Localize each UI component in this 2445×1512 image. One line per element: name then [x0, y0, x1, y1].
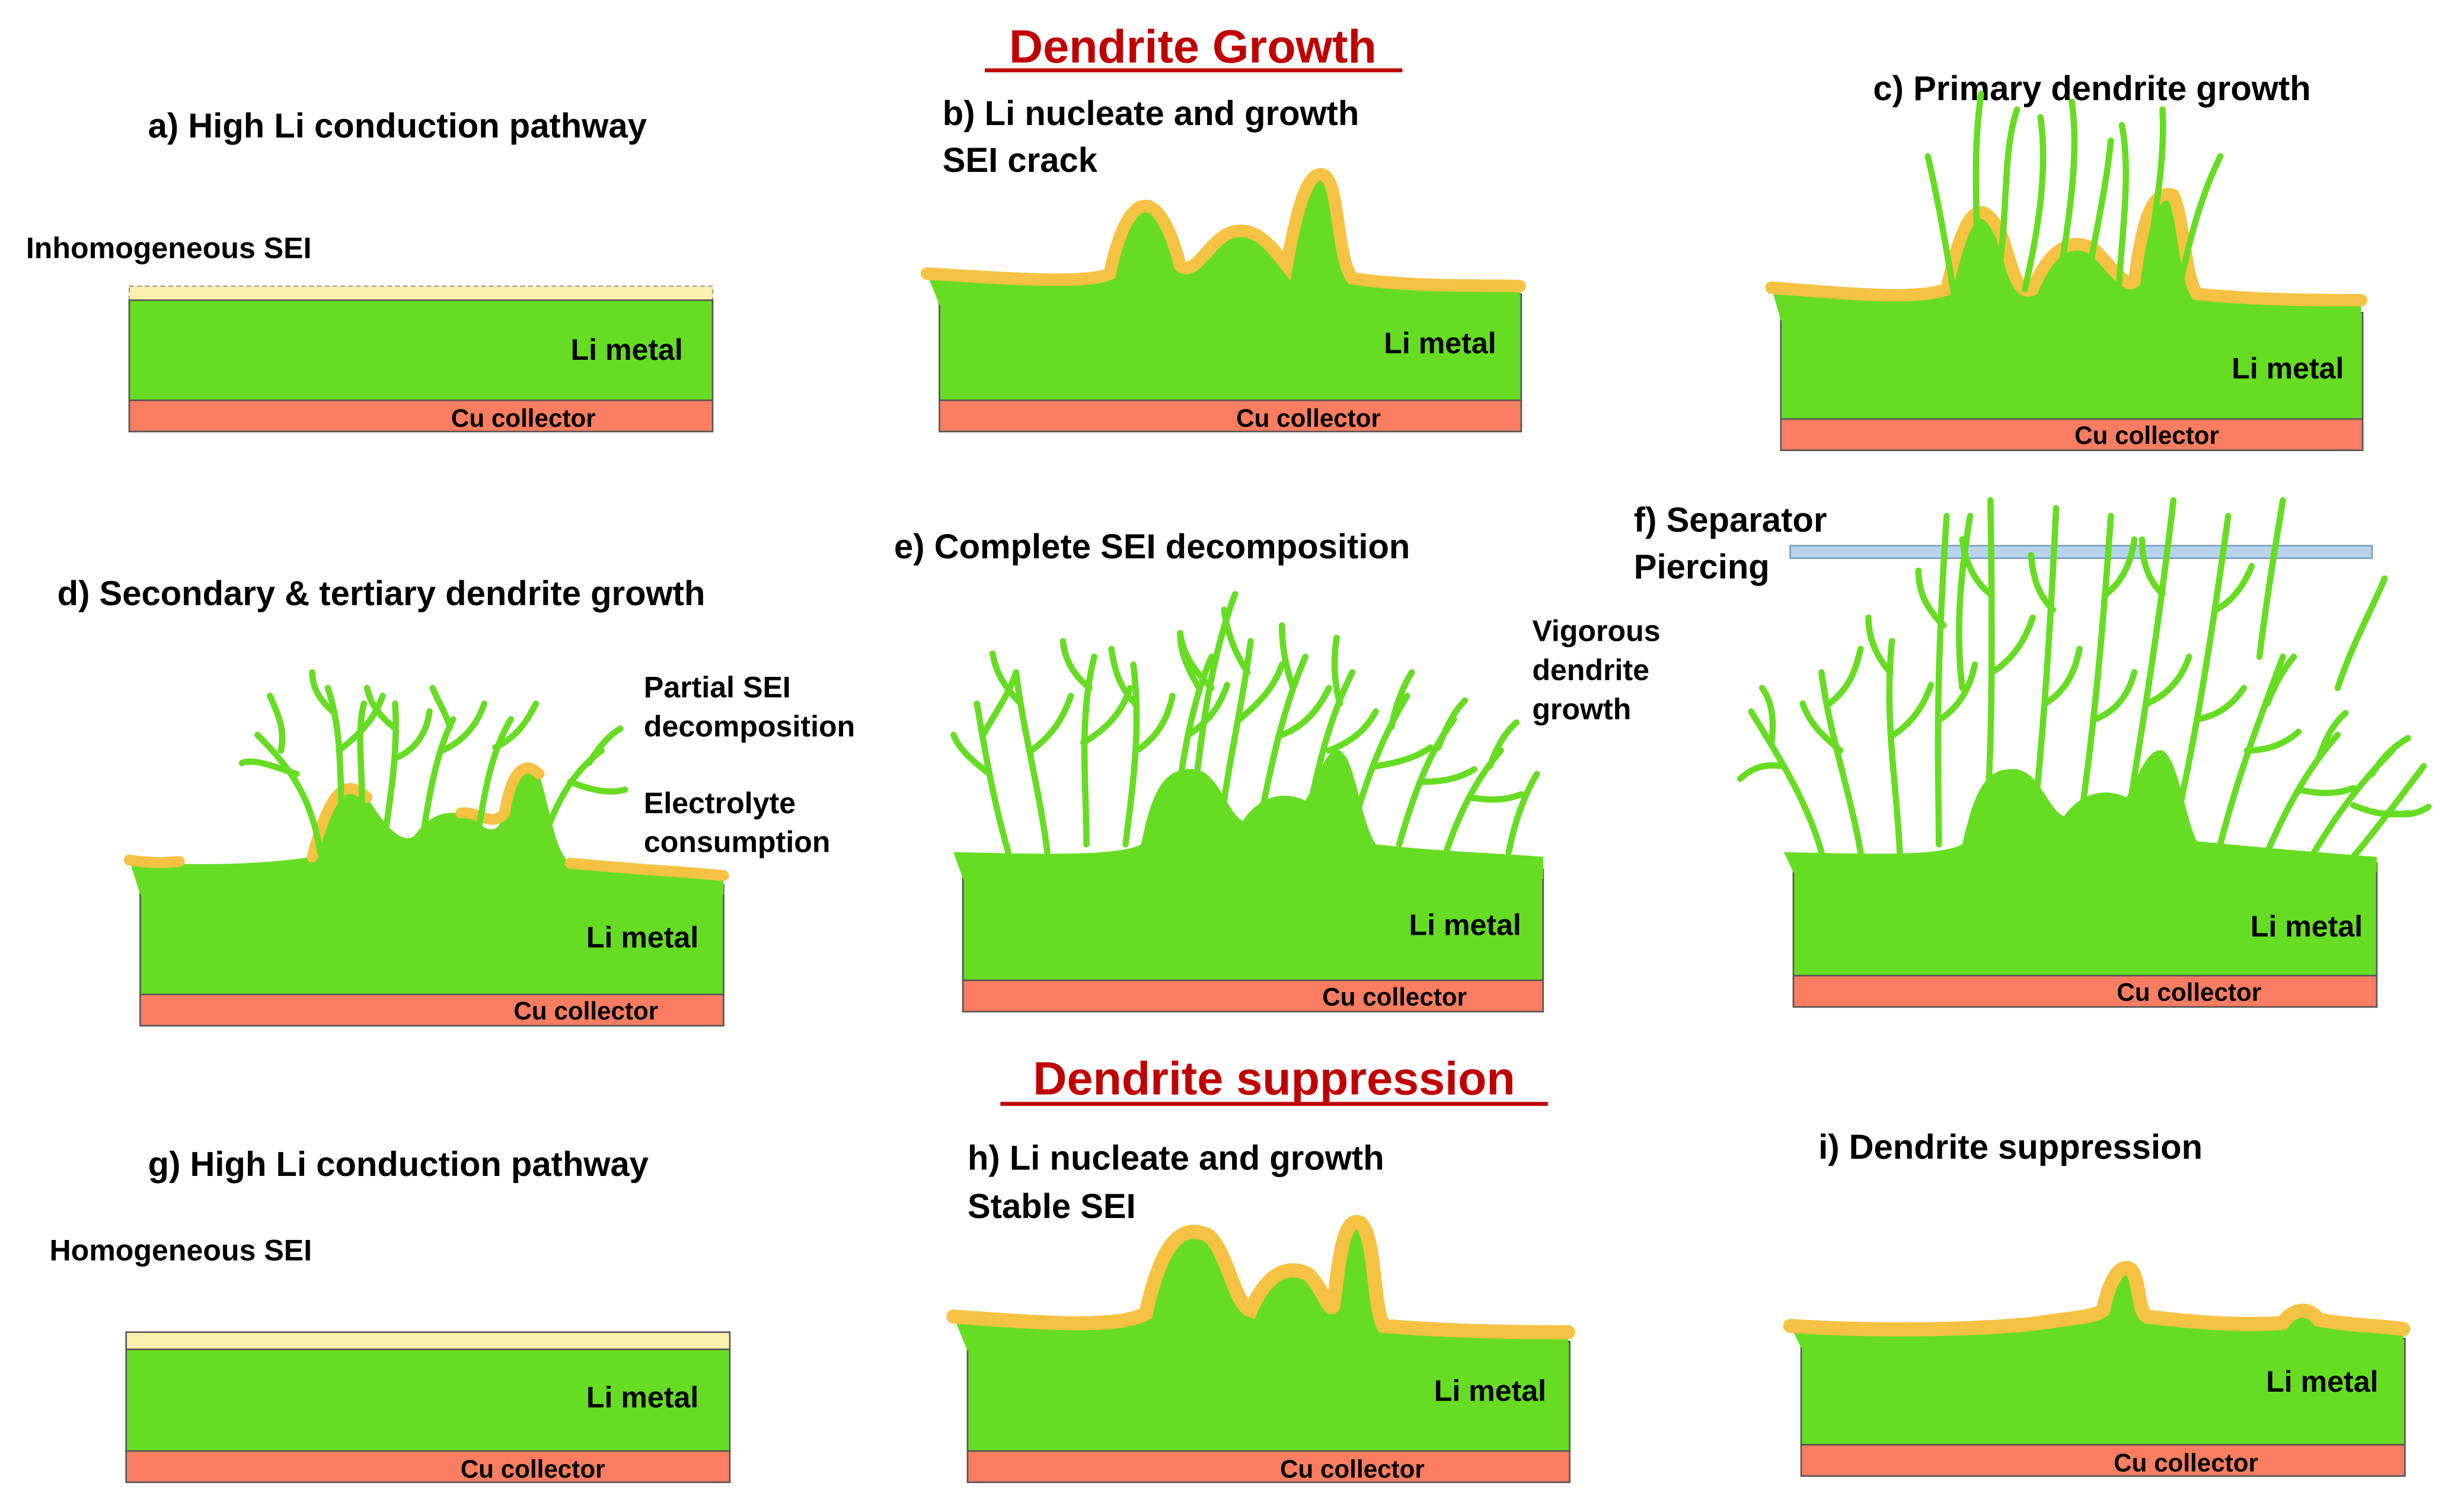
- li-metal-label: Li metal: [1409, 909, 1521, 942]
- stable-sei-crust: [946, 1215, 1575, 1340]
- cu-collector-layer: [139, 993, 724, 1027]
- panel-h-title-1: h) Li nucleate and growth: [968, 1139, 1384, 1177]
- li-metal-layer: [1780, 312, 2364, 420]
- panel-e: e) Complete SEI decomposition Vigorous d…: [894, 528, 1661, 1013]
- panel-b: b) Li nucleate and growth SEI crack Li m…: [920, 94, 1526, 433]
- li-nuclei: [953, 750, 1543, 879]
- cu-collector-label: Cu collector: [2114, 1449, 2258, 1476]
- panel-h-title-2: Stable SEI: [968, 1187, 1136, 1226]
- piercing-dendrites: [1737, 497, 2432, 860]
- panel-f-title-1: f) Separator: [1634, 501, 1827, 539]
- li-metal-layer: [1800, 1337, 2406, 1446]
- li-metal-label: Li metal: [586, 921, 698, 954]
- panel-e-title: e) Complete SEI decomposition: [894, 528, 1410, 566]
- cu-collector-layer: [128, 399, 714, 433]
- li-metal-layer: [966, 1341, 1571, 1452]
- li-metal-label: Li metal: [1434, 1374, 1546, 1408]
- li-metal-label: Li metal: [571, 333, 683, 366]
- cu-collector-label: Cu collector: [1280, 1455, 1425, 1483]
- panel-i: i) Dendrite suppression Li metal Cu coll…: [1783, 1128, 2411, 1477]
- stable-sei-crust: [1783, 1261, 2411, 1337]
- panel-f-title-2: Piercing: [1634, 548, 1770, 586]
- panel-h: h) Li nucleate and growth Stable SEI Li …: [946, 1139, 1575, 1484]
- cu-collector-label: Cu collector: [451, 404, 596, 432]
- panel-a-note: Inhomogeneous SEI: [26, 231, 312, 264]
- heading-suppression-text: Dendrite suppression: [1033, 1052, 1515, 1105]
- panel-e-note-2: dendrite: [1532, 654, 1649, 687]
- panel-c-title: c) Primary dendrite growth: [1873, 69, 2310, 108]
- cu-collector-label: Cu collector: [513, 997, 658, 1025]
- cu-collector-layer: [125, 1450, 731, 1484]
- li-metal-label: Li metal: [586, 1380, 698, 1414]
- panel-g-title: g) High Li conduction pathway: [148, 1145, 649, 1184]
- sei-layer: [125, 1331, 731, 1350]
- panel-d-title: d) Secondary & tertiary dendrite growth: [58, 574, 706, 613]
- panel-d: d) Secondary & tertiary dendrite growth …: [58, 574, 855, 1027]
- branched-dendrites: [238, 669, 628, 856]
- panel-a: a) High Li conduction pathway Inhomogene…: [26, 107, 714, 433]
- li-metal-layer: [128, 299, 714, 401]
- sei-crust: [920, 168, 1526, 293]
- cu-collector-layer: [1780, 418, 2364, 452]
- cu-collector-label: Cu collector: [2117, 978, 2261, 1006]
- panel-d-note-2: decomposition: [644, 710, 855, 743]
- cu-collector-layer: [966, 1450, 1571, 1484]
- heading-growth-text: Dendrite Growth: [1009, 20, 1377, 73]
- panel-d-note-3: Electrolyte: [644, 787, 796, 820]
- panel-e-note-1: Vigorous: [1532, 615, 1660, 648]
- panel-b-title-1: b) Li nucleate and growth: [943, 94, 1359, 133]
- cu-collector-label: Cu collector: [2074, 421, 2219, 449]
- panel-d-note-4: consumption: [644, 826, 831, 859]
- cu-collector-layer: [1800, 1444, 2406, 1477]
- cu-collector-layer: [939, 399, 1522, 433]
- panel-a-title: a) High Li conduction pathway: [148, 107, 647, 145]
- cu-collector-label: Cu collector: [1322, 983, 1467, 1011]
- panel-c: c) Primary dendrite growth Li metal Cu c…: [1765, 69, 2368, 452]
- separator: [1789, 545, 2373, 560]
- li-metal-layer: [125, 1348, 731, 1452]
- cu-collector-layer: [962, 979, 1544, 1013]
- panel-g: g) High Li conduction pathway Homogeneou…: [49, 1145, 731, 1484]
- heading-dendrite-growth: Dendrite Growth: [985, 20, 1403, 73]
- vigorous-dendrites: [950, 591, 1540, 856]
- panel-e-note-3: growth: [1532, 693, 1631, 726]
- panel-g-note: Homogeneous SEI: [49, 1233, 312, 1267]
- panel-i-title: i) Dendrite suppression: [1818, 1128, 2203, 1166]
- li-metal-layer: [962, 868, 1544, 982]
- panel-d-note-1: Partial SEI: [644, 671, 791, 704]
- sei-fragments: [123, 762, 729, 881]
- cu-collector-layer: [1792, 974, 2378, 1008]
- panel-b-title-2: SEI crack: [943, 141, 1098, 180]
- li-metal-layer: [1792, 862, 2378, 977]
- panel-f: f) Separator Piercing Li metal Cu collec…: [1634, 497, 2432, 1008]
- primary-dendrites: [1924, 91, 2224, 301]
- sei-layer: [128, 285, 714, 301]
- cu-collector-label: Cu collector: [461, 1455, 605, 1483]
- heading-dendrite-suppression: Dendrite suppression: [1000, 1052, 1548, 1106]
- li-metal-label: Li metal: [2232, 351, 2344, 385]
- li-nuclei: [1771, 194, 2361, 321]
- cu-collector-label: Cu collector: [1236, 404, 1381, 432]
- li-metal-label: Li metal: [1384, 327, 1496, 360]
- li-metal-label: Li metal: [2266, 1365, 2378, 1398]
- li-metal-label: Li metal: [2251, 910, 2363, 943]
